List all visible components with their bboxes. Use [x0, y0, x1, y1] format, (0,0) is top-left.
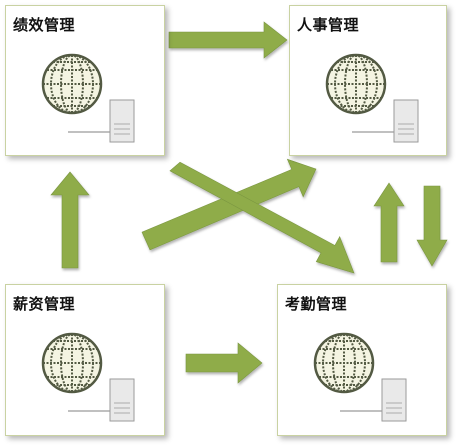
- node-title: 绩效管理: [13, 16, 76, 34]
- node-performance: 绩效管理: [5, 5, 165, 156]
- network-icon: [325, 53, 419, 143]
- globe-icon: [41, 53, 103, 115]
- server-icon: [109, 378, 135, 422]
- globe-icon: [313, 332, 375, 394]
- arrow-salary-to-attend: [185, 342, 263, 384]
- server-icon: [393, 99, 419, 143]
- node-salary: 薪资管理: [5, 284, 165, 436]
- globe-icon: [325, 53, 387, 115]
- node-title: 人事管理: [297, 16, 360, 34]
- arrow-perf-to-hr: [168, 21, 288, 59]
- server-icon: [109, 99, 135, 143]
- server-icon: [381, 378, 407, 422]
- arrow-hr-to-attend: [416, 185, 448, 267]
- arrow-attend-to-hr: [373, 182, 405, 263]
- node-attendance: 考勤管理: [277, 284, 447, 436]
- arrow-salary-to-hr: [141, 158, 317, 251]
- network-icon: [41, 53, 135, 143]
- arrow-perf-to-attend: [169, 161, 355, 274]
- arrow-salary-to-perf: [50, 171, 90, 269]
- network-icon: [41, 332, 135, 422]
- node-title: 薪资管理: [13, 295, 76, 313]
- node-title: 考勤管理: [285, 295, 348, 313]
- network-icon: [313, 332, 407, 422]
- globe-icon: [41, 332, 103, 394]
- node-hr: 人事管理: [289, 5, 447, 156]
